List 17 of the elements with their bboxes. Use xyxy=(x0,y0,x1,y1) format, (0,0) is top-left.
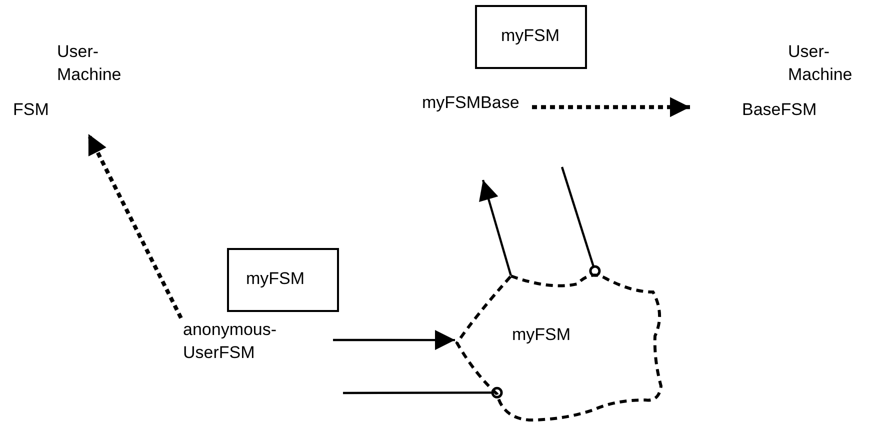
node-text: myFSM xyxy=(501,25,561,47)
connector-line xyxy=(343,386,503,398)
machine-label: User- Machine xyxy=(788,41,854,86)
node-text: anonymous- UserFSM xyxy=(183,319,278,364)
machine-label: User- Machine xyxy=(57,41,122,86)
node-text: BaseFSM xyxy=(742,99,818,121)
arrow xyxy=(86,133,183,319)
arrow xyxy=(532,97,690,118)
arrow xyxy=(479,180,512,276)
node-text: myFSM xyxy=(246,268,306,290)
connector-line xyxy=(560,166,601,277)
arrow xyxy=(333,330,455,350)
node-text: FSM xyxy=(13,99,50,121)
class-box xyxy=(475,5,587,69)
node-text: myFSMBase xyxy=(422,92,520,114)
class-box xyxy=(227,248,339,312)
node-text: myFSM xyxy=(512,324,572,346)
